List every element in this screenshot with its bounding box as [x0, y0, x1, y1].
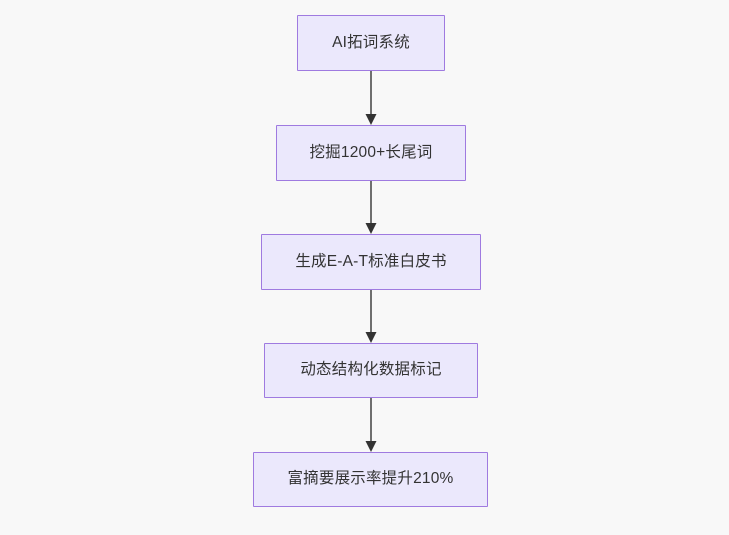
edge-n4-n5	[365, 398, 377, 452]
edge-n2-n3	[365, 181, 377, 234]
flowchart-node-ai-keyword-system[interactable]: AI拓词系统	[297, 15, 445, 71]
flowchart-node-generate-eat-whitepaper[interactable]: 生成E-A-T标准白皮书	[261, 234, 481, 290]
edge-n1-n2	[365, 71, 377, 125]
flowchart-node-label: 生成E-A-T标准白皮书	[295, 252, 447, 270]
edge-n3-n4	[365, 290, 377, 343]
flowchart-node-label: 动态结构化数据标记	[300, 361, 442, 379]
flowchart-node-label: 富摘要展示率提升210%	[287, 470, 454, 488]
flowchart-node-mine-longtail-keywords[interactable]: 挖掘1200+长尾词	[276, 125, 466, 181]
flowchart-node-label: AI拓词系统	[332, 33, 410, 51]
flowchart-node-rich-snippet-impression-lift[interactable]: 富摘要展示率提升210%	[253, 452, 488, 507]
flowchart-node-label: 挖掘1200+长尾词	[309, 143, 433, 161]
flowchart-node-dynamic-structured-data-markup[interactable]: 动态结构化数据标记	[264, 343, 478, 398]
